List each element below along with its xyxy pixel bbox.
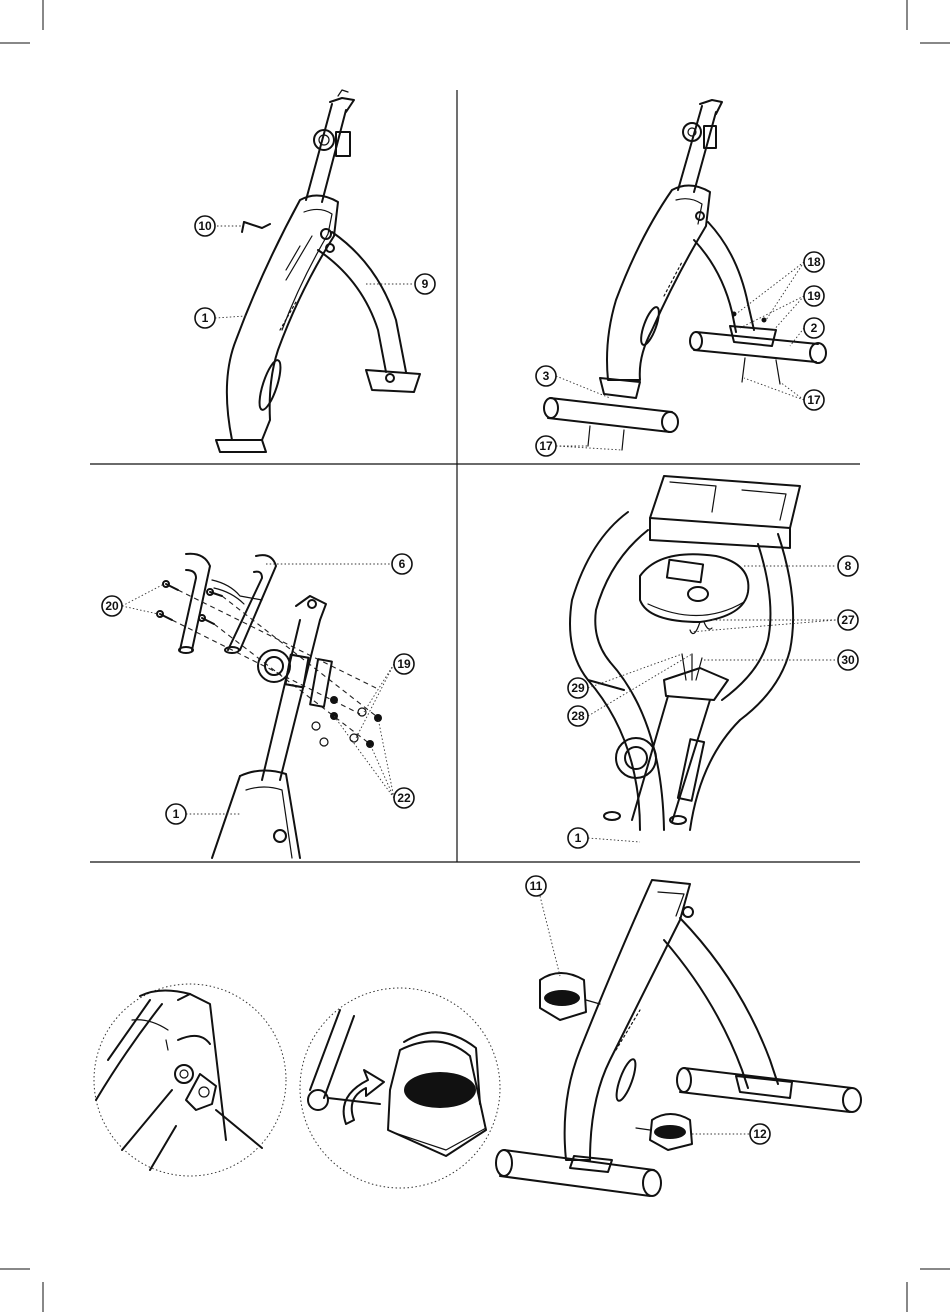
bike-assembled — [496, 880, 861, 1196]
callout-1: 1 — [195, 308, 215, 328]
panel-dividers — [90, 90, 860, 862]
seat-post — [258, 596, 332, 780]
callout-1: 1 — [568, 828, 588, 848]
seat-post — [678, 100, 722, 192]
callout-30: 30 — [838, 650, 858, 670]
callout-6: 6 — [392, 554, 412, 574]
callout-1: 1 — [166, 804, 186, 824]
svg-text:2: 2 — [811, 321, 818, 335]
bolts — [157, 581, 222, 624]
svg-text:17: 17 — [539, 439, 553, 453]
svg-text:22: 22 — [397, 791, 411, 805]
console — [640, 554, 748, 622]
svg-text:3: 3 — [543, 369, 550, 383]
svg-text:1: 1 — [202, 311, 209, 325]
callout-28: 28 — [568, 706, 588, 726]
svg-text:17: 17 — [807, 393, 821, 407]
svg-text:11: 11 — [530, 879, 543, 893]
svg-text:19: 19 — [397, 657, 411, 671]
svg-text:10: 10 — [198, 219, 212, 233]
callout-29: 29 — [568, 678, 588, 698]
front-stabilizer — [544, 378, 678, 450]
svg-text:30: 30 — [841, 653, 855, 667]
svg-text:18: 18 — [807, 255, 821, 269]
svg-text:12: 12 — [753, 1127, 767, 1141]
callout-11: 11 — [526, 876, 546, 896]
callout-2: 2 — [804, 318, 824, 338]
callout-19: 19 — [394, 654, 414, 674]
svg-text:9: 9 — [422, 277, 429, 291]
handlebar-tubes — [179, 554, 276, 653]
panel-4-console-connection: 8 27 30 29 28 1 — [568, 476, 858, 848]
callout-20: 20 — [102, 596, 122, 616]
panel-1-frame-and-rear-leg: 10 1 9 — [195, 90, 435, 452]
svg-text:29: 29 — [571, 681, 585, 695]
svg-text:1: 1 — [173, 807, 180, 821]
main-frame — [216, 195, 338, 452]
panel-2-stabilizers: 18 19 2 17 3 17 — [536, 100, 826, 456]
panel-5-pedals: 11 12 — [94, 876, 861, 1196]
svg-text:6: 6 — [399, 557, 406, 571]
callout-3: 3 — [536, 366, 556, 386]
callout-12: 12 — [750, 1124, 770, 1144]
callout-17-rear: 17 — [804, 390, 824, 410]
callout-27: 27 — [838, 610, 858, 630]
callout-22: 22 — [394, 788, 414, 808]
callout-19: 19 — [804, 286, 824, 306]
tension-knob — [604, 738, 704, 824]
svg-text:8: 8 — [845, 559, 852, 573]
handlebar-bracket — [650, 476, 800, 548]
locking-pin — [242, 222, 270, 232]
main-frame — [212, 770, 300, 858]
panel-3-handlebar-mounting: 20 6 19 22 1 — [102, 554, 414, 858]
svg-text:19: 19 — [807, 289, 821, 303]
detail-pedal-threading — [300, 988, 500, 1188]
detail-frame-joint — [94, 984, 286, 1176]
svg-text:1: 1 — [575, 831, 582, 845]
rear-leg — [318, 232, 420, 392]
callout-9: 9 — [415, 274, 435, 294]
callout-17-front: 17 — [536, 436, 556, 456]
callout-8: 8 — [838, 556, 858, 576]
rear-leg — [694, 222, 754, 332]
nuts-and-washers — [312, 696, 382, 748]
svg-text:20: 20 — [105, 599, 119, 613]
callout-10: 10 — [195, 216, 215, 236]
seat-post — [306, 90, 354, 202]
svg-text:27: 27 — [841, 613, 855, 627]
svg-text:28: 28 — [571, 709, 585, 723]
callout-18: 18 — [804, 252, 824, 272]
